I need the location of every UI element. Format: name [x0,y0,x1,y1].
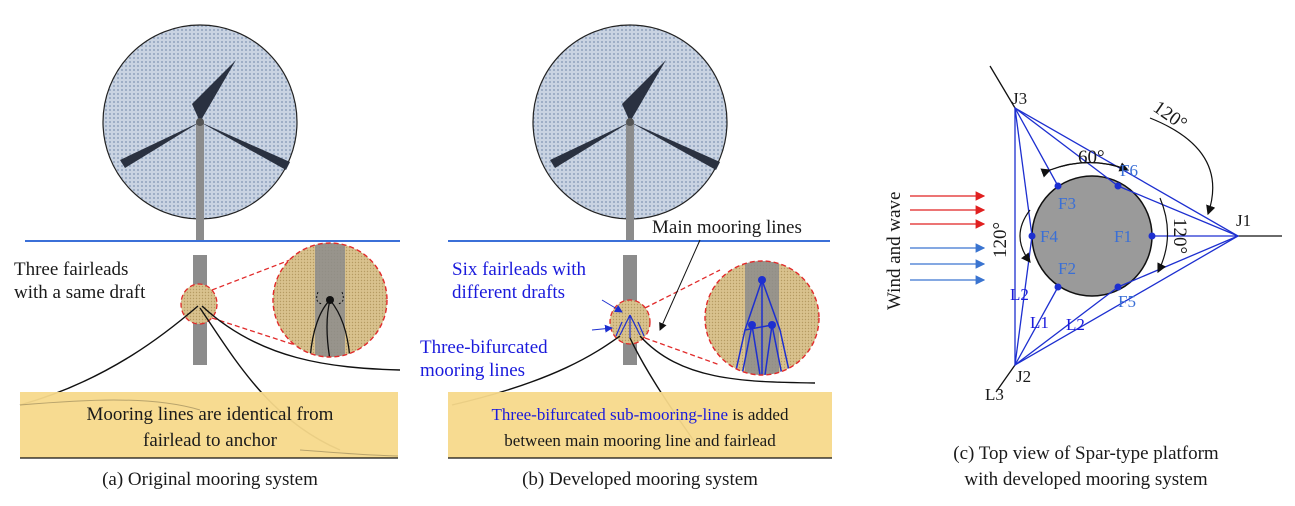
arrow-three-bif [591,324,613,333]
zoom-line-a1 [211,257,296,291]
wind-arrows [910,191,986,285]
angle-120-top: 120° [1149,97,1191,135]
mooring-line-a-left [19,305,199,406]
line-L2-right: L2 [1066,315,1085,334]
fairlead-point-b1 [758,276,766,284]
arrow-main-lines [659,239,701,331]
line-L2-left: L2 [1010,285,1029,304]
label-fairleads-a-1: Three fairleads [14,259,128,280]
zoom-line-b2 [644,337,721,366]
angle-arcs-c [1019,117,1216,274]
line-L3: L3 [985,385,1004,404]
hub-a [196,118,204,126]
detail-circle-a [272,242,388,358]
fairlead-points-c [1028,182,1156,291]
fairlead-F5: F5 [1118,292,1136,311]
note-b-line2: between main mooring line and fairlead [504,431,776,450]
angle-120-right: 120° [1169,218,1190,254]
zoom-line-a2 [211,317,296,346]
fairlead-F4: F4 [1040,227,1058,246]
caption-c-1: (c) Top view of Spar-type platform [953,443,1219,464]
wind-wave-label: Wind and wave [884,192,905,310]
line-L1: L1 [1030,313,1049,332]
hub-b [626,118,634,126]
caption-a: (a) Original mooring system [102,469,318,490]
angle-60: 60° [1078,147,1105,168]
tower-a [196,122,204,242]
panel-b: Main mooring lines Six fairleads with di… [420,24,832,490]
joint-J1: J1 [1236,211,1251,230]
fairlead-F6: F6 [1120,161,1138,180]
label-six-fairleads-2: different drafts [452,282,565,303]
fairlead-F3: F3 [1058,194,1076,213]
angle-120-left: 120° [990,222,1011,258]
panel-a: Three fairleads with a same draft Moorin… [14,24,401,490]
note-box-a [20,392,398,458]
fairlead-point-b2 [748,321,756,329]
label-three-bif-1: Three-bifurcated [420,337,548,358]
label-main-lines: Main mooring lines [652,217,802,238]
arrow-six-fairleads [601,299,623,313]
caption-b: (b) Developed mooring system [522,469,758,490]
note-a-line1: Mooring lines are identical from [87,404,334,425]
fairlead-F1: F1 [1114,227,1132,246]
label-six-fairleads-1: Six fairleads with [452,259,587,280]
line-J2-ext [995,364,1016,393]
note-a-line2: fairlead to anchor [143,430,278,451]
blades-a [120,60,290,170]
tower-b [626,122,634,242]
detail-circle-b [704,260,820,376]
sub-lines-b [615,314,645,338]
mooring-line-b-right [639,335,816,384]
note-box-b [448,392,832,458]
mooring-line-a-right [201,305,401,371]
caption-c-2: with developed mooring system [964,469,1207,490]
fairlead-F2: F2 [1058,259,1076,278]
line-L3-ext [989,65,1016,109]
fairlead-point-b3 [768,321,776,329]
panel-c: Wind and wave [884,65,1282,490]
joint-J3: J3 [1012,89,1027,108]
fairlead-point-a [326,296,334,304]
fairlead-zone-a [180,283,218,325]
label-three-bif-2: mooring lines [420,360,525,381]
blades-b [550,60,720,170]
label-fairleads-a-2: with a same draft [14,282,146,303]
zoom-line-b1 [644,269,721,309]
joint-J2: J2 [1016,367,1031,386]
note-b-line1: Three-bifurcated sub-mooring-line is add… [492,405,789,424]
